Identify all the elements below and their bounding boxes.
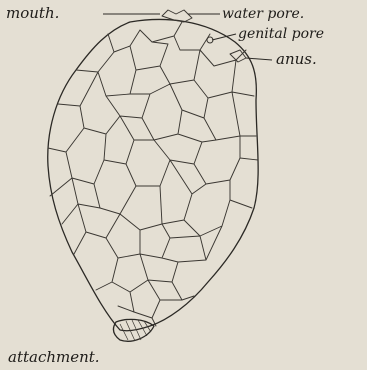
theca-outline (48, 19, 258, 330)
attachment-label: attachment. (8, 348, 100, 366)
water-pore-label: water pore. (222, 6, 304, 22)
anus-label: anus. (276, 50, 317, 68)
theca-plates (48, 22, 258, 326)
mouth-label: mouth. (6, 4, 59, 22)
genital-pore-label: genital pore (238, 26, 324, 42)
